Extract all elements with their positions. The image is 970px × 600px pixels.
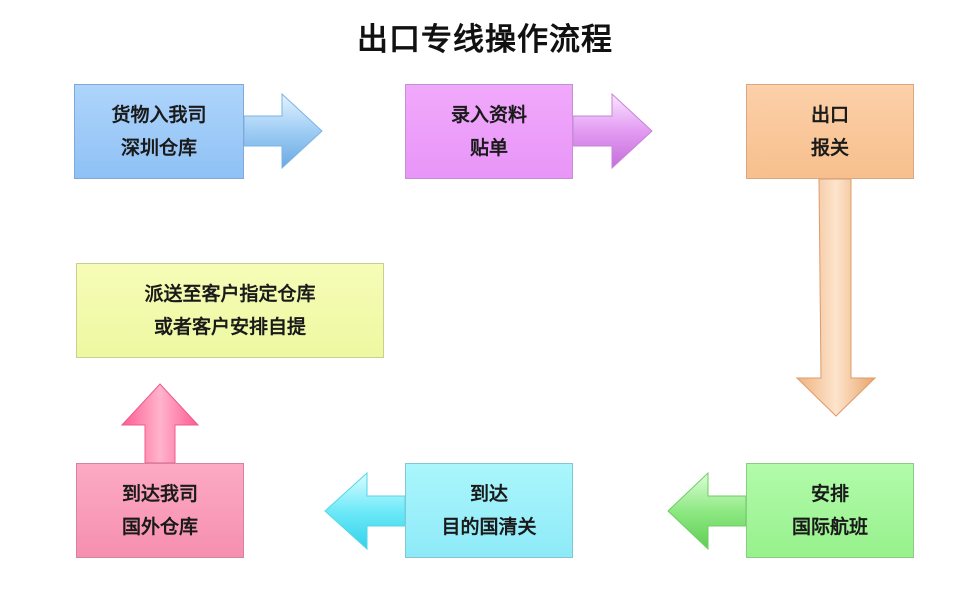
diagram-title: 出口专线操作流程	[357, 22, 613, 58]
arrow-right-2	[572, 92, 653, 170]
step-destination-clearance: 到达 目的国清关	[405, 463, 573, 558]
arrow-down-1	[795, 178, 877, 417]
step-line: 安排	[810, 482, 849, 505]
step-line: 派送至客户指定仓库	[144, 282, 316, 305]
step-line: 录入资料	[450, 103, 527, 126]
step-line: 国际航班	[791, 515, 868, 538]
step-overseas-warehouse: 到达我司 国外仓库	[76, 463, 244, 558]
step-line: 货物入我司	[111, 103, 207, 126]
step-line: 或者客户安排自提	[153, 315, 306, 338]
step-line: 国外仓库	[121, 515, 198, 538]
arrow-left-2	[324, 471, 406, 551]
arrow-up-1	[120, 383, 200, 464]
step-line: 目的国清关	[441, 515, 537, 538]
step-line: 贴单	[469, 136, 508, 159]
step-line: 报关	[810, 136, 849, 159]
step-delivery: 派送至客户指定仓库 或者客户安排自提	[76, 263, 384, 358]
step-line: 到达我司	[121, 482, 198, 505]
step-arrange-flight: 安排 国际航班	[746, 463, 914, 558]
step-line: 深圳仓库	[120, 136, 197, 159]
step-goods-warehouse: 货物入我司 深圳仓库	[74, 84, 244, 179]
step-line: 出口	[810, 103, 849, 126]
step-export-customs: 出口 报关	[746, 84, 914, 179]
arrow-right-1	[243, 92, 323, 170]
arrow-left-1	[667, 471, 747, 551]
step-enter-data: 录入资料 贴单	[405, 84, 573, 179]
step-line: 到达	[469, 482, 508, 505]
